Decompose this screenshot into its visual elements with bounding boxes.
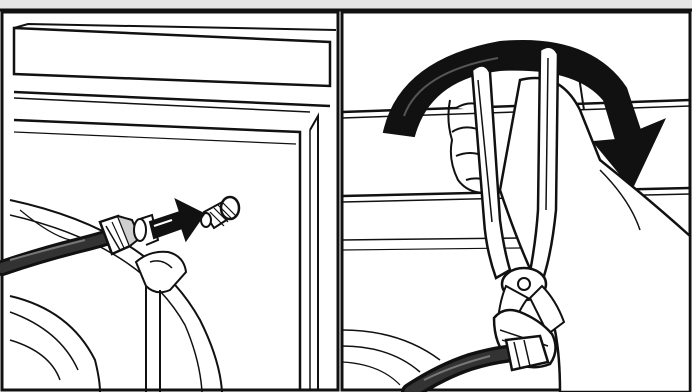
caption-strip xyxy=(0,0,692,9)
left-panel xyxy=(2,12,338,392)
right-panel xyxy=(342,12,690,392)
